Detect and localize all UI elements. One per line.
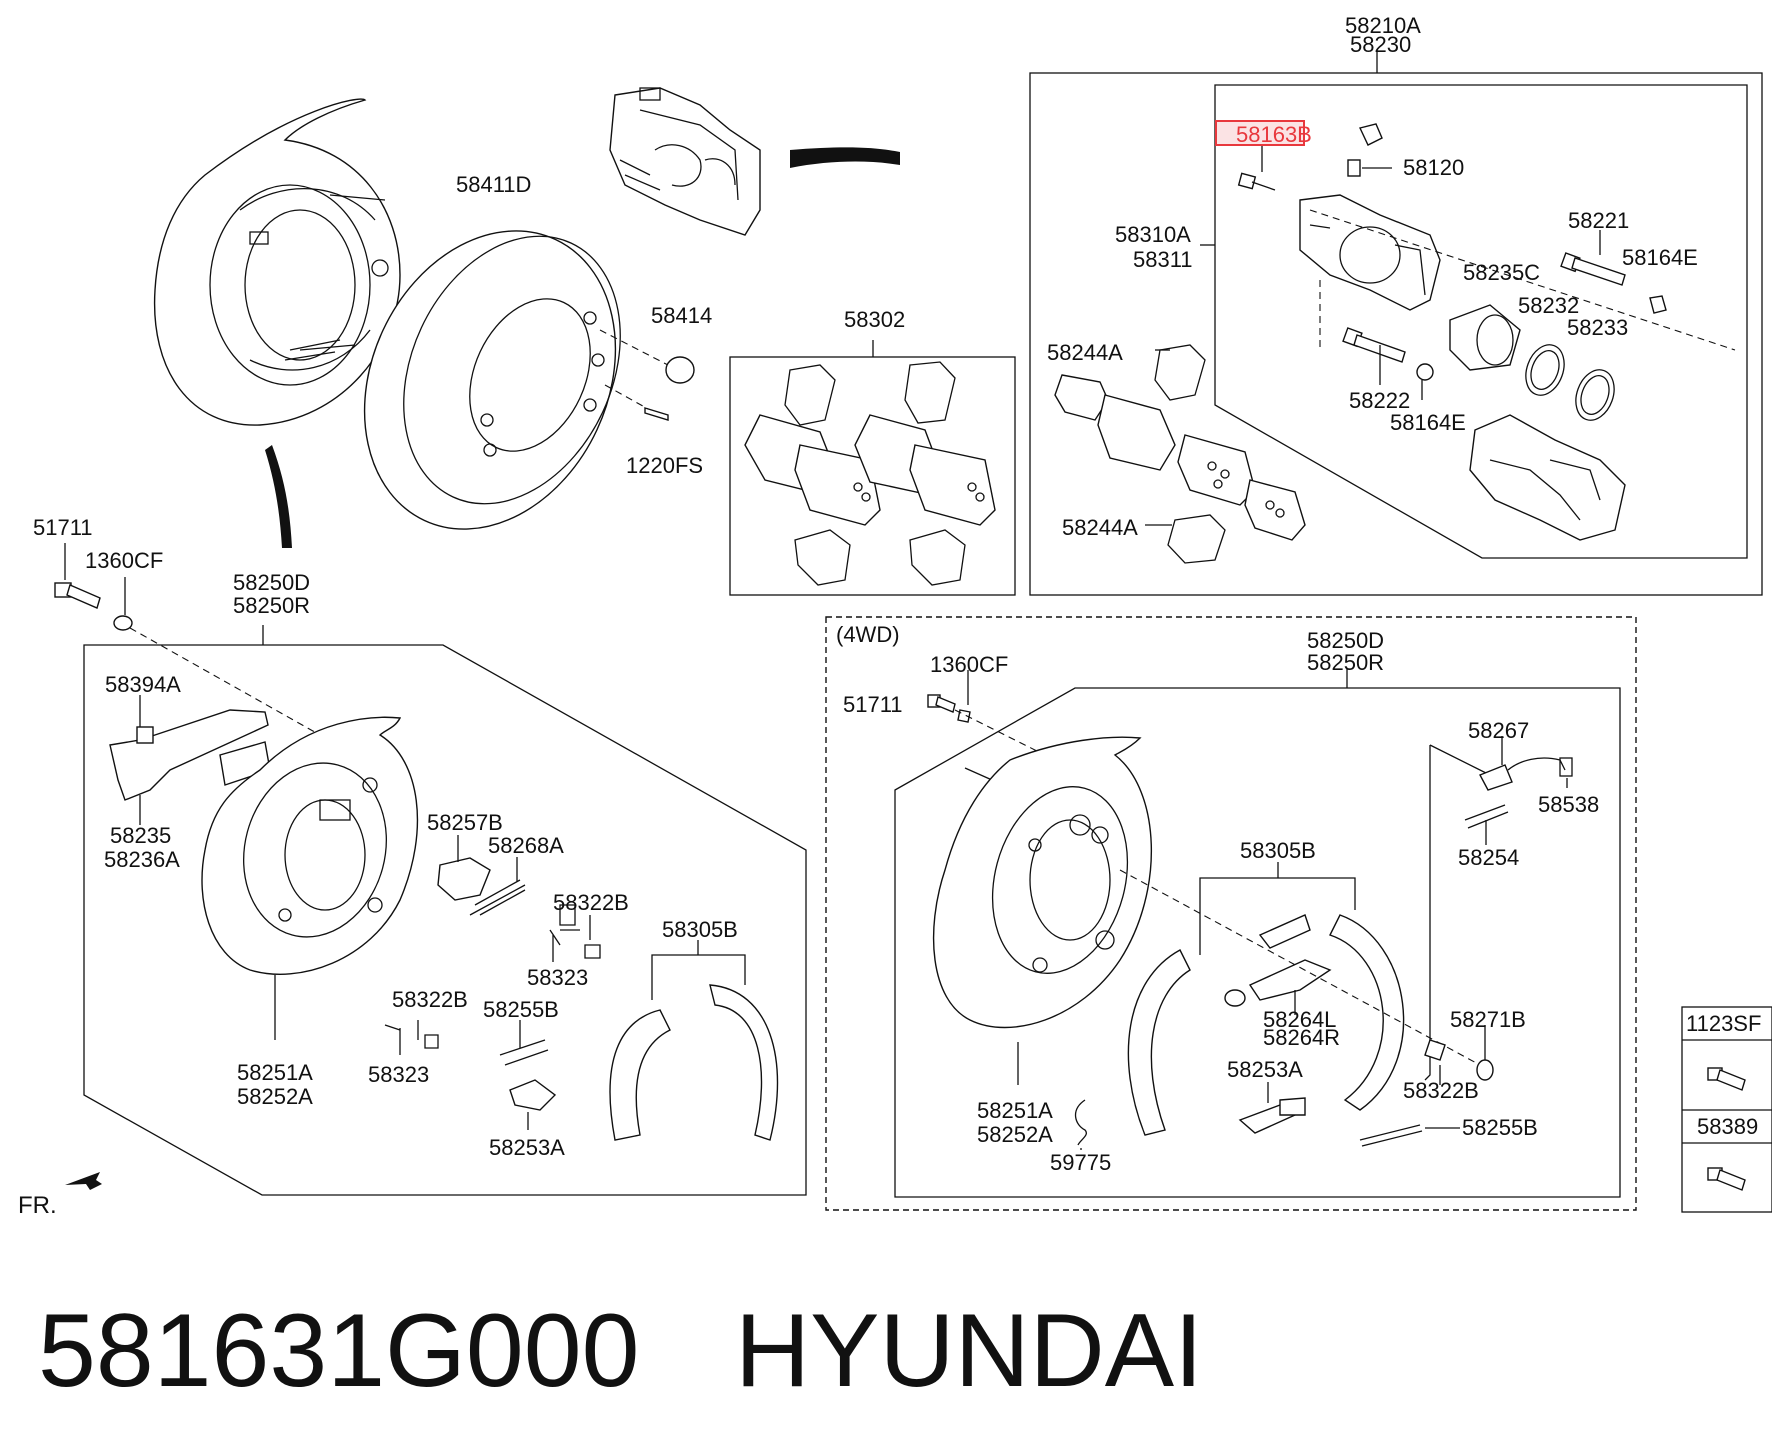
label-58163B: 58163B: [1236, 122, 1312, 147]
4wd-dashed-box: [825, 616, 1637, 1211]
label-58323-left-2: 58323: [368, 1062, 429, 1087]
front-direction-arrow: [65, 1172, 102, 1190]
4wd-inner-box: [894, 687, 1621, 1198]
label-58411D: 58411D: [456, 172, 531, 197]
label-1360CF-left: 1360CF: [85, 548, 163, 573]
label-58120: 58120: [1403, 155, 1464, 180]
label-58323-left-1: 58323: [527, 965, 588, 990]
label-58253A-left: 58253A: [489, 1135, 565, 1160]
label-58267: 58267: [1468, 718, 1529, 743]
label-58252A-right: 58252A: [977, 1122, 1053, 1147]
caliper-inner-box: [1214, 84, 1748, 559]
label-58233: 58233: [1567, 315, 1628, 340]
label-58255B-left: 58255B: [483, 997, 559, 1022]
label-58235: 58235: [110, 823, 171, 848]
label-58414: 58414: [651, 303, 712, 328]
label-58252A-left: 58252A: [237, 1084, 313, 1109]
parking-brake-parts: [54, 543, 779, 1141]
label-fr: FR.: [18, 1192, 57, 1219]
label-58538: 58538: [1538, 792, 1599, 817]
label-58164E-lower: 58164E: [1390, 410, 1466, 435]
label-58257B: 58257B: [427, 810, 503, 835]
label-1123SF: 1123SF: [1686, 1011, 1761, 1036]
label-58254: 58254: [1458, 845, 1519, 870]
label-58255B-right: 58255B: [1462, 1115, 1538, 1140]
label-58244A-upper: 58244A: [1047, 340, 1123, 365]
label-58221: 58221: [1568, 208, 1629, 233]
caliper-parts: [1054, 123, 1736, 564]
label-58230: 58230: [1350, 32, 1411, 57]
label-58235C: 58235C: [1463, 260, 1540, 285]
label-58250R-right: 58250R: [1307, 650, 1384, 675]
caliper-outer-box: [1029, 72, 1763, 596]
label-58389: 58389: [1697, 1114, 1758, 1139]
hardware-side-box: [1681, 1006, 1772, 1213]
4wd-parts: [927, 670, 1573, 1150]
label-59775: 59775: [1050, 1150, 1111, 1175]
label-51711-right: 51711: [843, 692, 903, 717]
label-58311: 58311: [1133, 247, 1193, 272]
label-1220FS: 1220FS: [626, 453, 703, 478]
label-58236A: 58236A: [104, 847, 180, 872]
part-labels: 58210A 58230 58163B 58120 58310A 58311 5…: [18, 13, 1761, 1219]
label-58222: 58222: [1349, 388, 1410, 413]
label-58250R-left: 58250R: [233, 593, 310, 618]
label-58305B-right: 58305B: [1240, 838, 1316, 863]
brand-caption: HYUNDAI: [735, 1293, 1203, 1409]
backing-plate-assembly: [153, 98, 401, 426]
label-58271B: 58271B: [1450, 1007, 1526, 1032]
label-58164E-upper: 58164E: [1622, 245, 1698, 270]
highlight-box-58163B: [1215, 120, 1305, 146]
label-58250D-right: 58250D: [1307, 628, 1384, 653]
label-58244A-lower: 58244A: [1062, 515, 1138, 540]
label-58268A: 58268A: [488, 833, 564, 858]
label-58305B-left: 58305B: [662, 917, 738, 942]
label-58322B-left-1: 58322B: [553, 890, 629, 915]
parking-brake-box: [83, 644, 807, 1196]
label-58264L: 58264L: [1263, 1007, 1336, 1032]
connector-arrow-top: [790, 147, 900, 168]
label-51711-left: 51711: [33, 515, 93, 540]
label-58310A: 58310A: [1115, 222, 1191, 247]
label-58251A-right: 58251A: [977, 1098, 1053, 1123]
label-58232: 58232: [1518, 293, 1579, 318]
label-58210A: 58210A: [1345, 13, 1421, 38]
label-58264R: 58264R: [1263, 1025, 1340, 1050]
pad-kit-parts: [744, 361, 996, 586]
label-1360CF-right: 1360CF: [930, 652, 1008, 677]
label-58322B-left-2: 58322B: [392, 987, 468, 1012]
caliper-assembly-small: [609, 87, 761, 236]
label-58250D-left: 58250D: [233, 570, 310, 595]
label-58251A-left: 58251A: [237, 1060, 313, 1085]
label-58322B-right: 58322B: [1403, 1078, 1479, 1103]
label-58253A-right: 58253A: [1227, 1057, 1303, 1082]
connector-arrow-left: [265, 445, 292, 548]
label-4wd: (4WD): [836, 622, 900, 647]
label-58302: 58302: [844, 307, 905, 332]
part-number-caption: 581631G000: [38, 1293, 639, 1409]
label-58394A: 58394A: [105, 672, 181, 697]
brake-disc-rotor: [363, 230, 695, 530]
